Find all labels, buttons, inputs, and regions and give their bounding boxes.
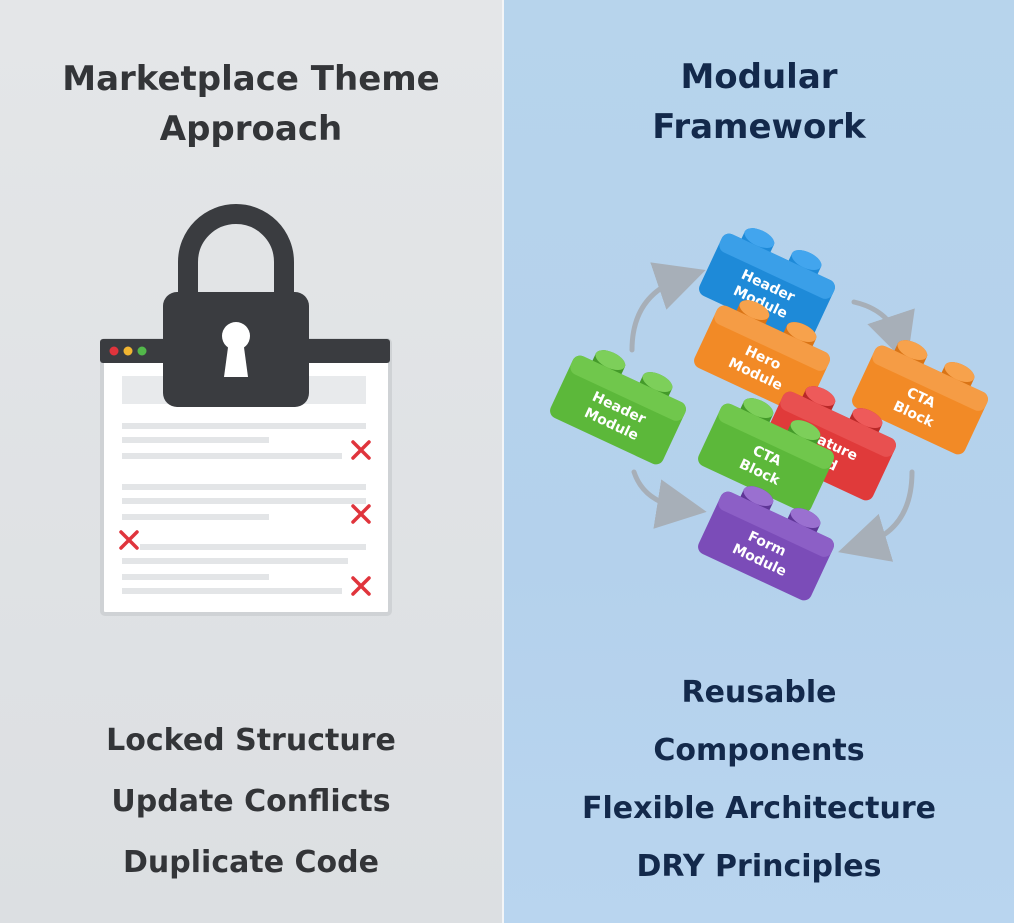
list-item: Locked Structure: [106, 723, 396, 758]
x-mark-icon: [119, 530, 139, 550]
cta-block-block: CTA Block: [852, 340, 988, 455]
list-item: Update Conflicts: [111, 784, 391, 819]
panel-divider: [502, 0, 504, 923]
cycle-arrow-icon: [631, 469, 707, 529]
cycle-arrow-icon: [838, 469, 915, 562]
title-line-1: Modular: [680, 57, 838, 97]
title-line-2: Approach: [159, 109, 343, 149]
locked-browser-illustration: [100, 204, 392, 616]
list-item: Flexible Architecture: [581, 791, 937, 826]
cycle-arrow-icon: [851, 299, 915, 364]
x-mark-icon: [351, 440, 371, 460]
modular-benefits-list: Reusable Components Flexible Architectur…: [504, 668, 1014, 900]
x-mark-icon: [351, 576, 371, 596]
form-module-block: Form Module: [698, 486, 834, 601]
modular-blocks-illustration: Header Module Hero Module: [550, 228, 988, 601]
cta-block-block: CTA Block: [698, 398, 834, 513]
modular-framework-panel: Modular Framework: [504, 0, 1014, 923]
list-item: DRY Principles: [636, 849, 882, 884]
header-module-block: Header Module: [699, 228, 835, 343]
title-line-1: Marketplace Theme: [62, 59, 440, 99]
marketplace-drawbacks-list: Locked Structure Update Conflicts Duplic…: [0, 716, 502, 899]
header-module-block: Header Module: [550, 350, 686, 465]
marketplace-theme-panel: Marketplace Theme Approach: [0, 0, 502, 923]
hero-module-block: Hero Module: [694, 300, 830, 415]
modular-framework-title: Modular Framework: [504, 52, 1014, 152]
padlock-icon: [163, 204, 309, 407]
title-line-2: Framework: [652, 107, 866, 147]
cycle-arrow-icon: [629, 262, 706, 353]
list-item: Duplicate Code: [123, 845, 379, 880]
list-item: Reusable: [681, 675, 837, 710]
x-mark-icon: [351, 504, 371, 524]
marketplace-theme-title: Marketplace Theme Approach: [0, 54, 502, 154]
list-item: Components: [653, 733, 865, 768]
